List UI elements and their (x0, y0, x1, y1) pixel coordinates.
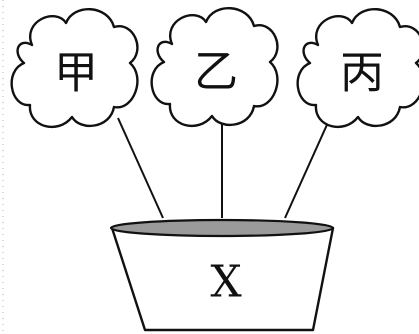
flower-bing-petals (296, 7, 419, 128)
pot: X (109, 218, 335, 332)
flower-jia-petals (10, 7, 139, 128)
stem-jia (117, 117, 164, 219)
stem-bing (284, 117, 331, 219)
flower-yi: 乙 (150, 6, 279, 127)
flower-bing-label: 丙 (340, 48, 384, 99)
flower-jia-label: 甲 (54, 48, 98, 99)
flower-yi-petals (150, 6, 279, 127)
flower-jia: 甲 (10, 7, 139, 128)
flower-bing: 丙 (296, 7, 419, 128)
pot-label: X (210, 257, 242, 308)
flower-yi-label: 乙 (194, 47, 238, 98)
pot-rim (109, 218, 335, 238)
